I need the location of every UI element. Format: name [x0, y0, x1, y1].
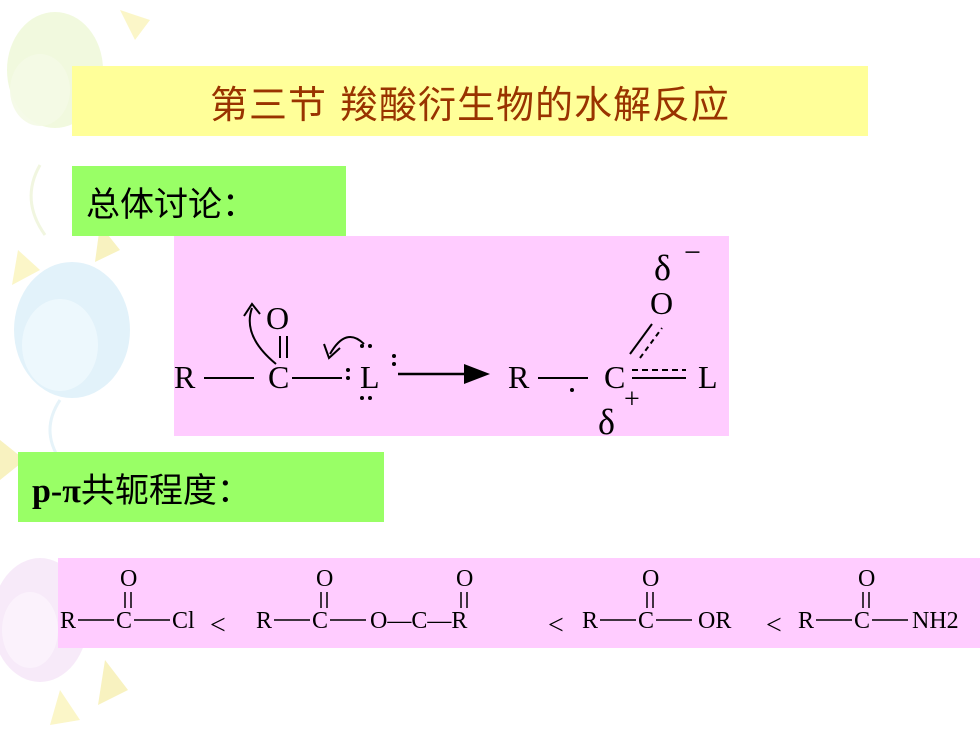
right-bond-c-o-partial	[639, 327, 663, 359]
item3-o: O	[642, 566, 659, 592]
minus-sign: −	[684, 236, 701, 269]
conjugation-label: 共轭程度：	[80, 470, 251, 511]
right-bond-c-o	[629, 323, 653, 355]
separator-1: <	[210, 610, 226, 641]
reactivity-order-svg: R C O Cl < R C O O—C—R O < R C O OR < R …	[60, 566, 959, 641]
right-c-atom: C	[604, 359, 625, 395]
left-r-atom: R	[174, 359, 196, 395]
item2-substituent: O—C—R	[370, 608, 467, 634]
plus-sign: +	[624, 384, 640, 415]
curved-arrow-carbonyl	[248, 307, 277, 365]
item1-substituent: Cl	[172, 608, 195, 634]
delta-plus-symbol: δ	[598, 402, 615, 436]
item4-c: C	[854, 608, 870, 634]
item3-r: R	[582, 608, 598, 634]
item2-c: C	[312, 608, 328, 634]
item4-o: O	[858, 566, 875, 592]
item4-substituent: NH2	[912, 608, 959, 634]
item2-o: O	[316, 566, 333, 592]
item3-c: C	[638, 608, 654, 634]
item1-c: C	[116, 608, 132, 634]
separator-2: <	[548, 610, 564, 641]
page-title: 第三节 羧酸衍生物的水解反应	[209, 82, 731, 127]
item1-r: R	[60, 608, 76, 634]
item4-r: R	[798, 608, 814, 634]
right-r-atom: R	[508, 359, 530, 395]
section-heading-conjugation: p-π共轭程度：	[18, 452, 384, 522]
reactivity-order-formula: R C O Cl < R C O O—C—R O < R C O OR < R …	[58, 558, 980, 648]
item2-r: R	[256, 608, 272, 634]
right-l-atom: L	[698, 359, 718, 395]
item3-substituent: OR	[698, 608, 731, 634]
mechanism-svg: R C O L R C O L δ − δ	[174, 236, 718, 442]
section-label-conjugation-prefix: p-π共轭程度：	[32, 463, 251, 512]
left-o-atom: O	[266, 300, 289, 336]
section-heading-general: 总体讨论：	[72, 166, 346, 236]
title-banner: 第三节 羧酸衍生物的水解反应	[72, 66, 868, 136]
delta-minus-symbol: δ	[654, 248, 671, 288]
section-label-general: 总体讨论：	[86, 184, 256, 225]
right-o-atom: O	[650, 285, 673, 321]
item1-o: O	[120, 566, 137, 592]
item2-o2: O	[456, 566, 473, 592]
left-l-atom: L	[360, 359, 380, 395]
mechanism-diagram: R C O L R C O L δ − δ	[174, 236, 729, 442]
left-c-atom: C	[268, 359, 289, 395]
p-pi-label: p-π	[32, 472, 81, 510]
curved-arrow-leaving-group	[329, 335, 365, 355]
separator-3: <	[766, 610, 782, 641]
